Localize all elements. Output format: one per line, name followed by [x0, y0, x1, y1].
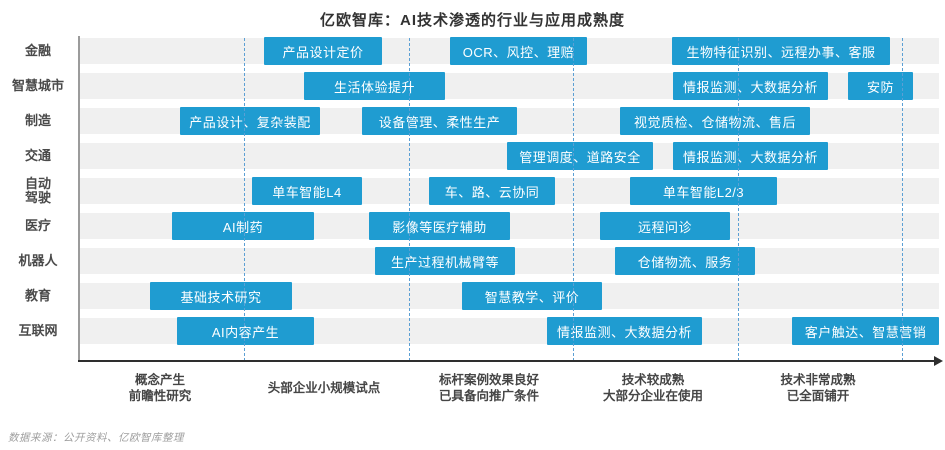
industry-label: 医疗: [24, 218, 51, 233]
application-box: 管理调度、道路安全: [507, 142, 653, 170]
industry-label: 教育: [24, 288, 51, 303]
application-box: 生物特征识别、远程办事、客服: [672, 37, 890, 65]
application-box: 产品设计、复杂装配: [180, 107, 320, 135]
application-box: AI制药: [172, 212, 314, 240]
industry-label: 自动 驾驶: [24, 176, 51, 205]
source-note: 数据来源：公开资料、亿欧智库整理: [8, 432, 184, 444]
application-box: 安防: [848, 72, 913, 100]
axis-arrow-icon: [934, 356, 943, 366]
application-box: 情报监测、大数据分析: [673, 142, 828, 170]
application-box: 单车智能L4: [252, 177, 362, 205]
application-box: 客户触达、智慧营销: [792, 317, 939, 345]
application-box: 单车智能L2/3: [630, 177, 777, 205]
industry-label: 交通: [24, 148, 51, 163]
stage-divider-line: [902, 38, 903, 361]
industry-label: 金融: [24, 43, 51, 58]
stage-divider-line: [573, 38, 574, 361]
stage-label: 概念产生 前瞻性研究: [128, 373, 192, 403]
x-axis-line: [78, 360, 936, 362]
application-box: 基础技术研究: [150, 282, 292, 310]
industry-label: 互联网: [18, 323, 58, 338]
stage-divider-line: [738, 38, 739, 361]
stage-label: 技术非常成熟 已全面铺开: [780, 373, 856, 403]
application-box: 设备管理、柔性生产: [362, 107, 517, 135]
application-box: 情报监测、大数据分析: [547, 317, 702, 345]
application-box: 仓储物流、服务: [615, 247, 755, 275]
stage-label: 头部企业小规模试点: [267, 381, 381, 395]
application-box: 车、路、云协同: [429, 177, 555, 205]
application-box: 视觉质检、仓储物流、售后: [620, 107, 810, 135]
industry-label-column: 金融智慧城市制造交通自动 驾驶医疗机器人教育互联网: [0, 36, 76, 361]
application-box: 远程问诊: [600, 212, 730, 240]
chart-title: 亿欧智库：AI技术渗透的行业与应用成熟度: [319, 12, 625, 29]
industry-label: 制造: [24, 113, 51, 128]
application-box: 情报监测、大数据分析: [673, 72, 828, 100]
stage-label-row: 概念产生 前瞻性研究 头部企业小规模试点 标杆案例效果良好 已具备向推广条件 技术较成…: [78, 371, 937, 411]
stage-label: 技术较成熟 大部分企业在使用: [602, 373, 704, 403]
application-box: 产品设计定价: [264, 37, 382, 65]
application-box: OCR、风控、理赔: [450, 37, 587, 65]
stage-divider-line: [244, 38, 245, 361]
industry-label: 智慧城市: [11, 78, 64, 93]
application-box: 智慧教学、评价: [462, 282, 602, 310]
stage-label: 标杆案例效果良好 已具备向推广条件: [438, 373, 540, 403]
application-box: 生活体验提升: [304, 72, 445, 100]
application-box: AI内容产生: [177, 317, 314, 345]
application-box: 生产过程机械臂等: [375, 247, 515, 275]
stage-divider-line: [409, 38, 410, 361]
industry-label: 机器人: [18, 253, 58, 268]
application-box: 影像等医疗辅助: [369, 212, 510, 240]
